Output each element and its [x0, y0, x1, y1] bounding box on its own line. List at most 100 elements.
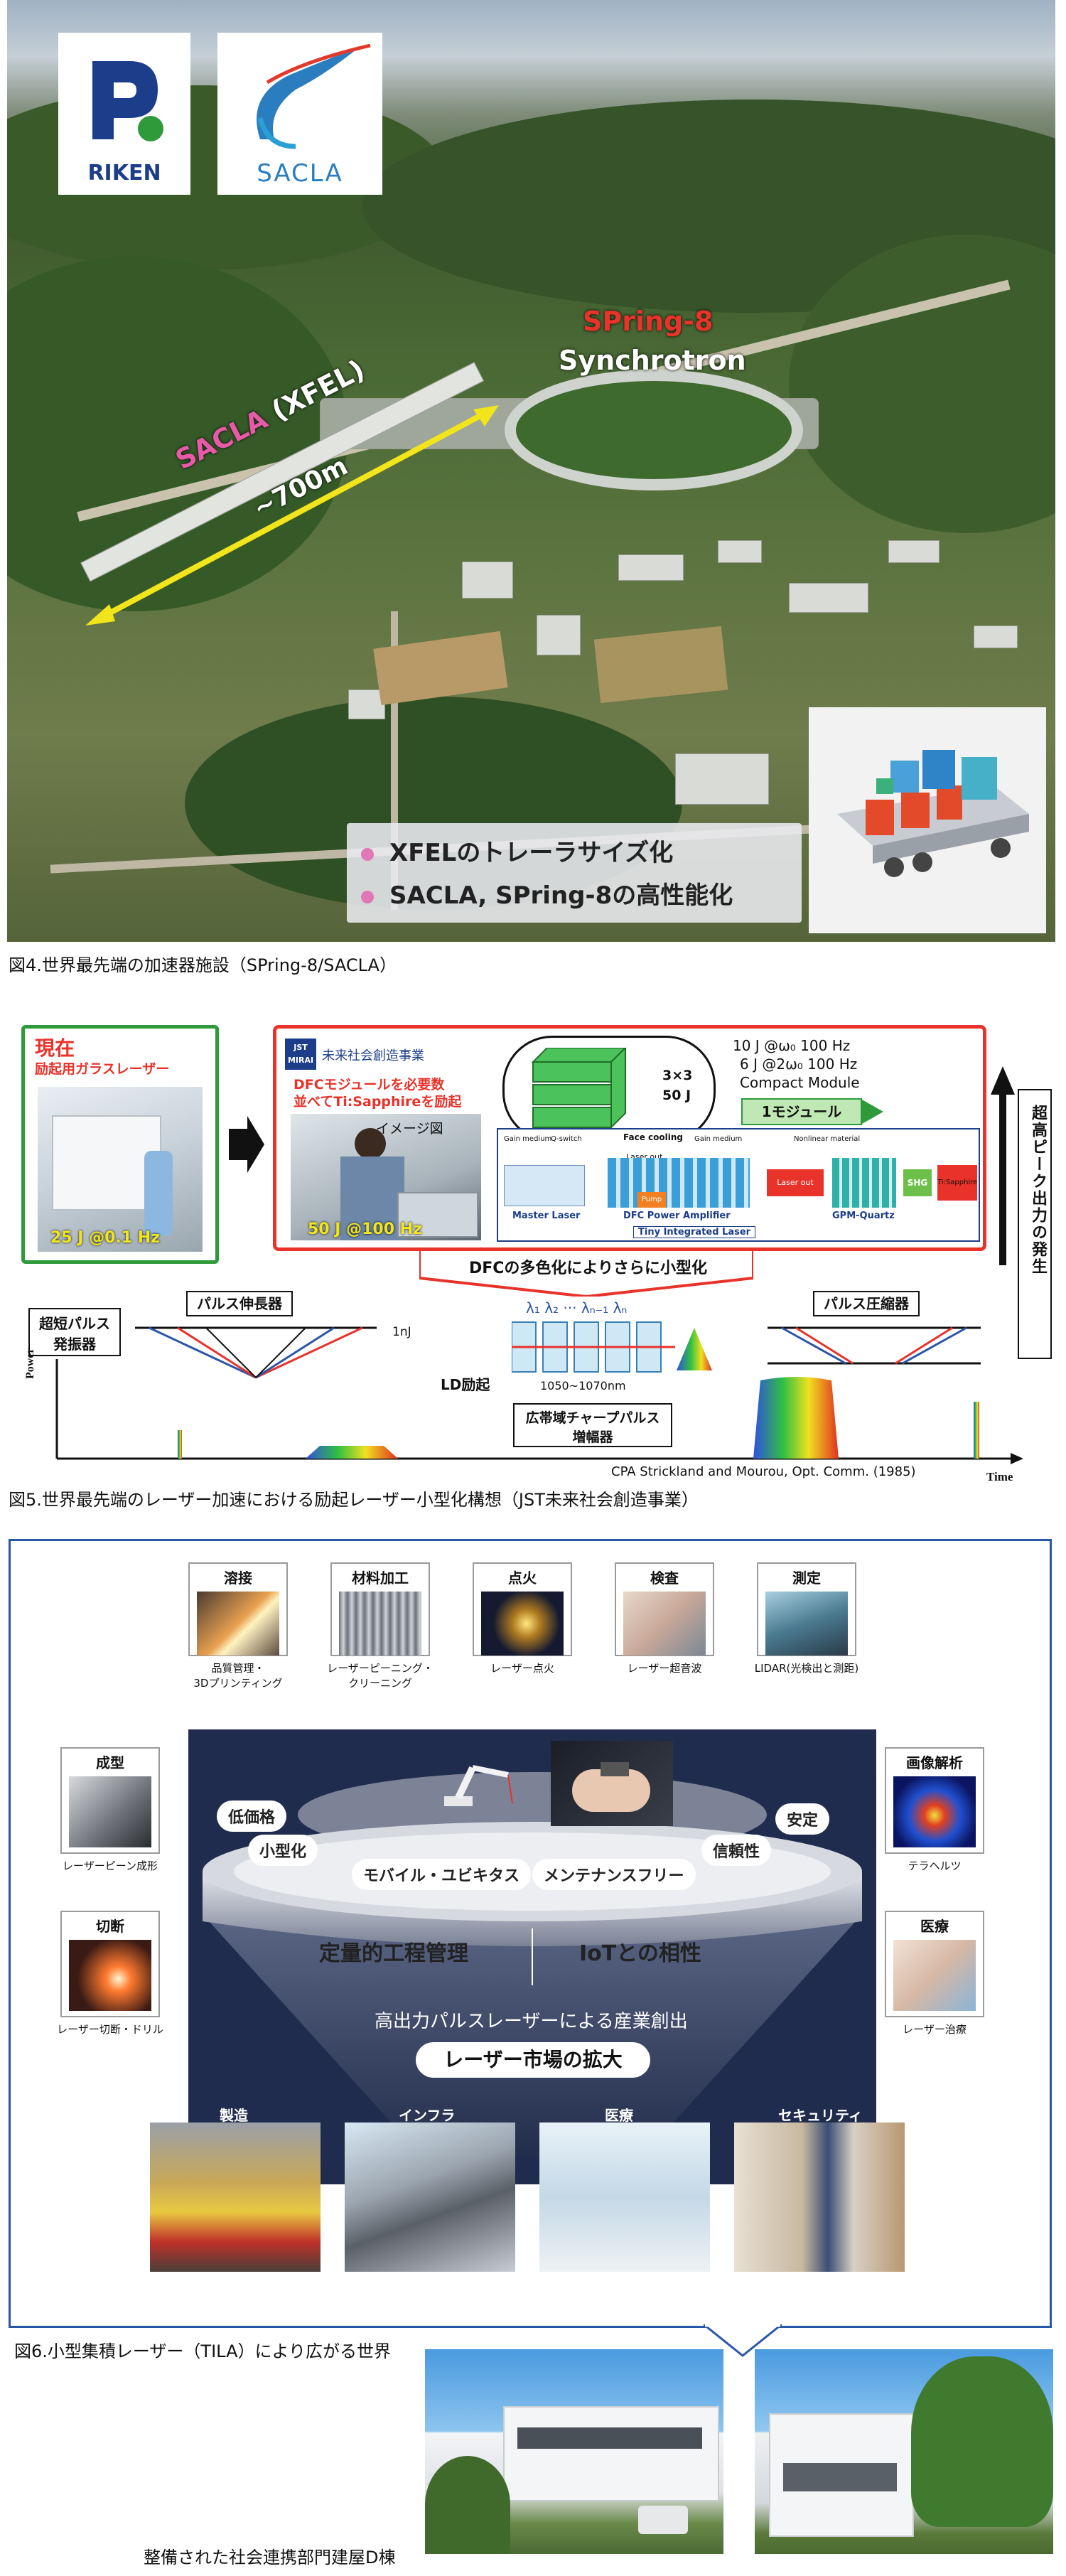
manufacturing-photo	[150, 2122, 321, 2272]
figure-4-aerial-photo: RIKEN SACLA SPring-8 Synchrotron SACLA (…	[7, 0, 1055, 942]
jst-future-box: JST MIRAI 未来社会創造事業 DFCモジュールを必要数 並べてTi:Sa…	[273, 1025, 986, 1251]
building-photo-left	[425, 2349, 723, 2554]
amplifier-bank	[512, 1321, 675, 1373]
infrastructure-photo	[345, 2122, 515, 2272]
figure-5-caption: 図5.世界最先端のレーザー加速における励起レーザー小型化構想（JST未来社会創造…	[9, 1490, 699, 1510]
app-sub-forming: レーザーピーン成形	[63, 1859, 158, 1872]
building-caption: 整備された社会連携部門建屋D棟	[144, 2548, 396, 2567]
building-photo-right	[755, 2349, 1053, 2554]
ignition-photo	[481, 1592, 564, 1655]
power-axis-label: Power	[24, 1348, 36, 1379]
sector-label-infrastructure: インフラ	[399, 2107, 456, 2124]
chip-maintenance-free: メンテナンスフリー	[532, 1859, 696, 1890]
app-card-material: 材料加工	[330, 1562, 430, 1656]
app-sub-medical: レーザー治療	[903, 2023, 967, 2036]
dfc-amp-block	[608, 1158, 750, 1208]
citation: CPA Strickland and Mourou, Opt. Comm. (1…	[611, 1464, 916, 1479]
current-subtitle: 励起用ガラスレーザー	[35, 1061, 170, 1077]
app-sub-welding: 品質管理・3Dプリンティング	[193, 1662, 283, 1690]
forming-photo	[69, 1776, 151, 1847]
robot-arm-illustration	[437, 1754, 522, 1810]
market-pill: レーザー市場の拡大	[416, 2042, 650, 2078]
figure-6-diagram: 溶接 品質管理・3Dプリンティング 材料加工 レーザーピーニング・クリーニング …	[9, 1539, 1052, 2328]
dfc-note-line2: 並べてTi:Sapphireを励起	[294, 1094, 462, 1110]
master-laser-block	[504, 1165, 585, 1206]
gpm-block	[832, 1158, 896, 1208]
sector-label-manufacturing: 製造	[220, 2107, 248, 2124]
bullet-item: XFELのトレーラサイズ化	[361, 833, 673, 868]
fig4-bullets: XFELのトレーラサイズ化 SACLA, SPring-8の高性能化	[347, 823, 802, 923]
diversify-arrow	[419, 1250, 753, 1297]
tisapphire-block: Ti:Sapphire	[937, 1165, 977, 1201]
funnel-graphic	[203, 1772, 862, 2156]
spec-line-3: Compact Module	[740, 1074, 860, 1091]
stretcher-label: パルス伸長器	[186, 1291, 293, 1316]
sector-label-medical: 医療	[605, 2107, 633, 2124]
sacla-logo-text: SACLA	[257, 159, 343, 188]
app-card-cutting: 切断	[60, 1911, 160, 2017]
wavelength-label: 1050~1070nm	[540, 1379, 626, 1392]
sector-label-security: セキュリティ	[778, 2107, 863, 2124]
material-photo	[339, 1592, 421, 1655]
vertical-label-box: 超高ピーク出力の発生	[1018, 1089, 1052, 1359]
spectrum-icon	[677, 1328, 712, 1370]
spring8-ring	[505, 370, 803, 490]
iot-label: IoTとの相性	[579, 1941, 701, 1966]
hand-device-photo	[551, 1741, 673, 1826]
figure-5-diagram: 現在 励起用ガラスレーザー 25 J @0.1 Hz JST MIRAI 未来社…	[0, 1009, 1066, 1493]
sacla-logo-mark	[257, 43, 371, 149]
bullet-item: SACLA, SPring-8の高性能化	[361, 876, 733, 911]
chip-reliable: 信頼性	[701, 1835, 772, 1866]
chip-low-cost: 低価格	[217, 1800, 287, 1832]
app-sub-image-analysis: テラヘルツ	[908, 1859, 962, 1872]
module-tag: 1モジュール	[741, 1098, 862, 1125]
future-energy: 50 J @100 Hz	[308, 1220, 422, 1238]
glass-laser-photo	[38, 1087, 203, 1252]
current-laser-box: 現在 励起用ガラスレーザー 25 J @0.1 Hz	[21, 1025, 219, 1264]
central-panel: 低価格 安定 小型化 信頼性 モバイル・ユビキタス メンテナンスフリー 定量的工…	[188, 1729, 876, 2184]
riken-logo-mark	[92, 61, 163, 141]
trailer-illustration	[809, 707, 1046, 933]
chip-small: 小型化	[248, 1835, 318, 1866]
up-arrow-icon	[991, 1066, 1015, 1265]
app-sub-ignition: レーザー点火	[490, 1662, 554, 1675]
spring8-label: SPring-8	[583, 306, 714, 337]
riken-logo: RIKEN	[58, 33, 190, 195]
jst-badge: JST MIRAI	[285, 1039, 316, 1070]
oscillator-box: 超短パルス 発振器	[28, 1308, 121, 1356]
app-card-forming: 成型	[60, 1747, 160, 1854]
stretcher-diagram	[135, 1326, 377, 1379]
chip-mobile: モバイル・ユビキタス	[352, 1859, 532, 1890]
security-photo	[734, 2122, 905, 2272]
app-card-image-analysis: 画像解析	[885, 1747, 984, 1854]
medical-photo	[893, 1940, 976, 2011]
module-stack-icon	[531, 1048, 627, 1129]
future-module-photo	[291, 1114, 481, 1240]
one-nj-label: 1nJ	[392, 1325, 411, 1339]
app-card-welding: 溶接	[188, 1562, 288, 1656]
cutting-photo	[69, 1940, 151, 2011]
module-bubble: 3×3 50 J	[502, 1036, 716, 1142]
welding-photo	[197, 1592, 279, 1655]
quant-label: 定量的工程管理	[319, 1941, 468, 1966]
ld-pump-label: LD励起	[441, 1376, 490, 1393]
length-arrow	[85, 405, 499, 626]
sacla-logo: SACLA	[217, 33, 382, 195]
bullet-dot-icon	[361, 847, 374, 861]
synchrotron-label: Synchrotron	[559, 345, 746, 376]
figure-4-caption: 図4.世界最先端の加速器施設（SPring-8/SACLA）	[9, 955, 397, 975]
module-spec-energy: 50 J	[662, 1088, 691, 1103]
spec-line-2: 6 J @2ω₀ 100 Hz	[740, 1056, 858, 1073]
app-sub-measurement: LIDAR(光検出と測距)	[754, 1662, 859, 1675]
amplifier-label: 広帯域チャープパルス 増幅器	[513, 1403, 672, 1447]
diversify-text: DFCの多色化によりさらに小型化	[469, 1260, 707, 1277]
pump-block: Pump	[637, 1192, 666, 1208]
compressor-diagram	[768, 1326, 981, 1365]
right-arrow-icon	[229, 1116, 264, 1173]
lidar-photo	[765, 1592, 848, 1655]
power-time-axes	[55, 1359, 1023, 1464]
dfc-note-line1: DFCモジュールを必要数	[294, 1077, 445, 1093]
image-label: イメージ図	[376, 1121, 443, 1137]
lambda-label: λ₁ λ₂ ··· λₙ₋₁ λₙ	[526, 1299, 628, 1316]
inspection-photo	[623, 1592, 706, 1655]
